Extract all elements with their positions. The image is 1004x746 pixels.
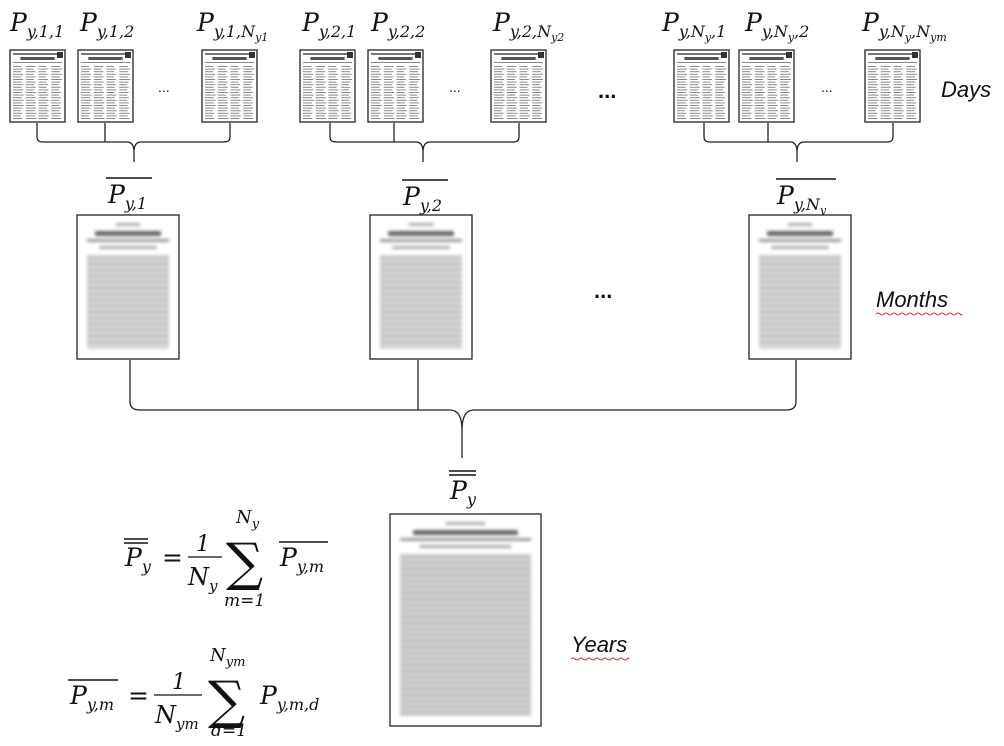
svg-text:Py,Ny: Py,Ny: [776, 181, 827, 217]
year-label: Py: [449, 470, 477, 509]
svg-text:∑: ∑: [226, 533, 263, 593]
month-label-2: Py,2: [402, 179, 448, 215]
svg-text:Nym: Nym: [154, 701, 199, 733]
bracket-month-to-year: [129, 360, 797, 458]
day-ellipsis-3: ...: [821, 79, 833, 95]
level-label-days: Days: [941, 77, 991, 102]
svg-text:=: =: [128, 681, 149, 710]
day-document-3-1: [673, 49, 730, 123]
svg-text:=: =: [162, 543, 183, 572]
day-label-3-last: Py,Ny,Nym: [861, 8, 947, 44]
svg-text:m=1: m=1: [224, 591, 265, 611]
bracket-day-group-1: [36, 123, 231, 162]
year-document: [389, 513, 542, 727]
formula-yearly-mean: Py = 1 Ny Ny ∑ m=1 Py,m: [124, 507, 328, 611]
day-label-1-1: Py,1,1: [9, 8, 64, 41]
day-to-month-brackets: [36, 123, 894, 162]
year-document-page: [389, 513, 542, 727]
day-document-3-2: [738, 49, 795, 123]
svg-text:Py,m: Py,m: [279, 543, 324, 576]
day-label-2-2: Py,2,2: [370, 8, 425, 41]
svg-text:d=1: d=1: [211, 721, 247, 741]
svg-text:Py: Py: [449, 476, 477, 509]
month-ellipsis: ...: [594, 278, 612, 303]
bracket-day-group-2: [329, 123, 520, 162]
svg-text:Ny: Ny: [187, 563, 218, 595]
svg-text:Py,1: Py,1: [107, 180, 147, 213]
formula-monthly-mean: Py,m = 1 Nym Nym ∑ d=1 Py,m,d: [68, 645, 319, 741]
day-document-2-2: [367, 49, 424, 123]
month-document-1: [76, 214, 180, 360]
month-label-1: Py,1: [106, 177, 152, 213]
bracket-day-group-3: [703, 123, 894, 162]
level-label-years: Years: [571, 632, 627, 657]
day-label-2-last: Py,2,Ny2: [492, 8, 564, 44]
day-document-3-3: [864, 49, 921, 123]
svg-text:∑: ∑: [208, 671, 245, 731]
day-document-1-1: [9, 49, 66, 123]
month-document-3: [748, 214, 852, 360]
month-label-3: Py,Ny: [776, 178, 836, 217]
svg-text:Nym: Nym: [209, 645, 245, 670]
day-ellipsis-1: ...: [158, 79, 170, 95]
svg-text:1: 1: [172, 670, 186, 695]
svg-text:Py,2: Py,2: [402, 182, 442, 215]
month-documents: [76, 214, 852, 360]
svg-text:Ny: Ny: [235, 507, 260, 532]
day-document-2-3: [490, 49, 547, 123]
day-document-1-2: [77, 49, 134, 123]
day-label-2-1: Py,2,1: [301, 8, 356, 41]
day-document-2-1: [299, 49, 356, 123]
day-label-1-last: Py,1,Ny1: [196, 8, 268, 44]
day-label-3-1: Py,Ny,1: [661, 8, 726, 44]
month-document-2: [369, 214, 473, 360]
svg-text:Py: Py: [124, 543, 152, 576]
spellcheck-underline-years: [570, 657, 630, 661]
day-label-1-2: Py,1,2: [79, 8, 134, 41]
day-documents: [9, 49, 921, 123]
svg-text:Py,m,d: Py,m,d: [259, 681, 319, 714]
svg-text:Py,m: Py,m: [69, 681, 114, 714]
day-group-ellipsis: ...: [598, 78, 616, 103]
day-label-3-2: Py,Ny,2: [744, 8, 809, 44]
level-label-months: Months: [876, 287, 948, 312]
day-ellipsis-2: ...: [449, 79, 461, 95]
spellcheck-underline-months: [875, 312, 963, 316]
day-document-1-3: [201, 49, 258, 123]
svg-text:1: 1: [196, 532, 210, 557]
